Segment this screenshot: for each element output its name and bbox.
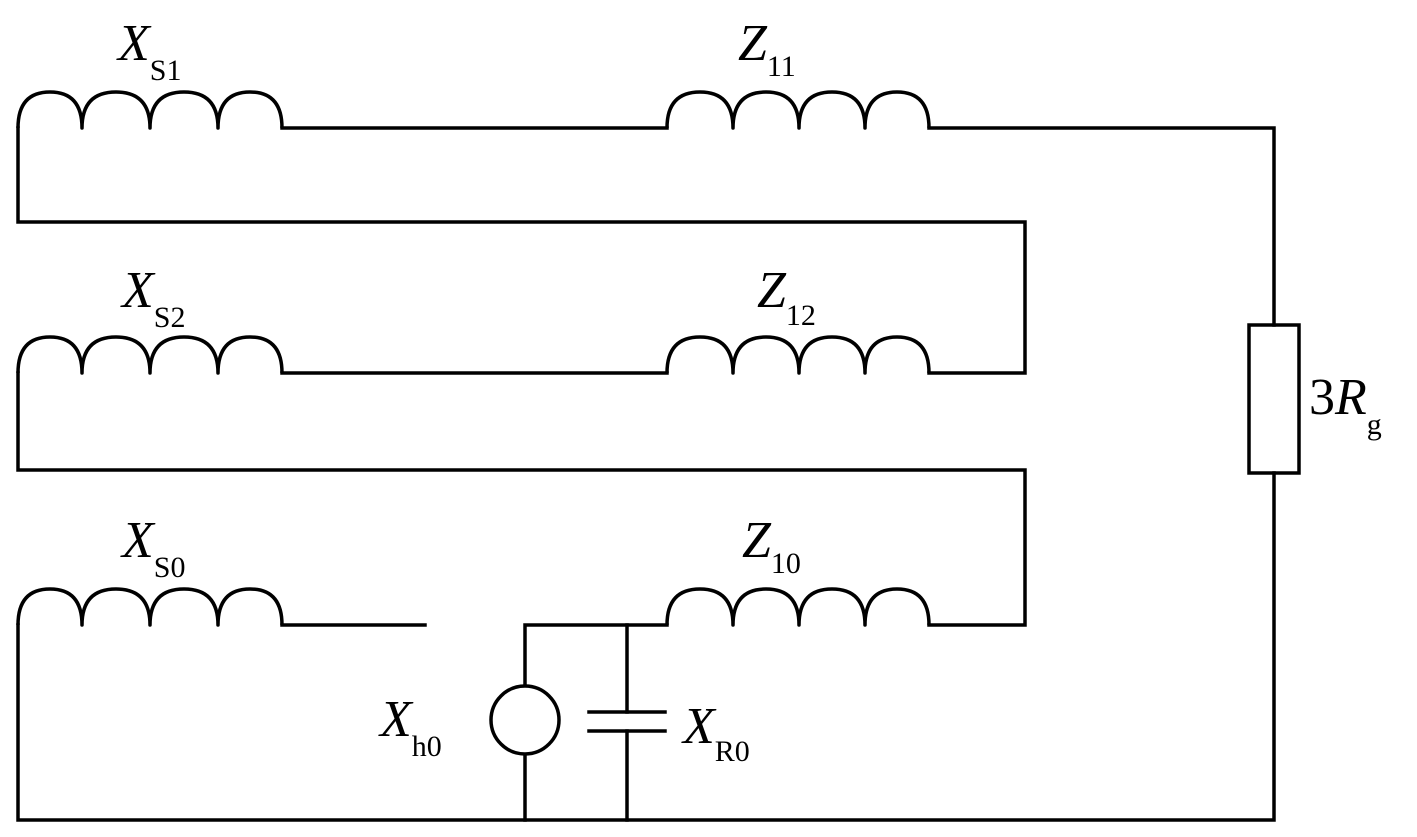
inductor-xs1 — [16, 90, 284, 130]
label-xr0: XR0 — [681, 698, 750, 768]
label-xh0: Xh0 — [378, 691, 442, 763]
wire-row1-left-down — [16, 126, 1027, 375]
source-xh0-circle — [489, 684, 561, 756]
label-z11: Z11 — [738, 15, 796, 83]
resistor-3rg — [1247, 323, 1301, 475]
label-xs1: XS1 — [116, 15, 181, 87]
inductor-z10 — [665, 587, 931, 627]
label-xs2: XS2 — [120, 262, 185, 334]
wire-row3-junction — [523, 623, 669, 687]
wire-bottom-return — [16, 471, 1276, 822]
label-z10: Z10 — [742, 512, 801, 580]
label-z12: Z12 — [757, 262, 816, 332]
wire-row1-right — [927, 126, 1276, 327]
label-xs0: XS0 — [120, 512, 185, 584]
inductor-xs0 — [16, 587, 284, 627]
inductor-z12 — [665, 335, 931, 375]
inductor-z11 — [665, 90, 931, 130]
wire-row2-left-down — [16, 371, 1027, 627]
label-3rg: 3Rg — [1309, 369, 1382, 441]
inductor-xs2 — [16, 335, 284, 375]
